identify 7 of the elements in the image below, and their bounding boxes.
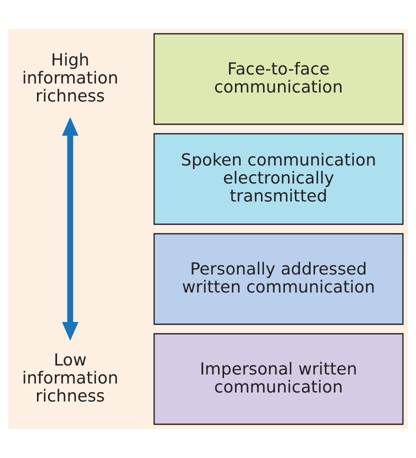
node-box: Spoken communication electronically transmitted <box>154 133 404 225</box>
node-box: Impersonal written communication <box>154 333 404 425</box>
node-box: Face-to-face communication <box>154 33 404 125</box>
node-box: Personally addressed written communication <box>154 233 404 325</box>
arrow <box>62 117 78 341</box>
node-text: High information richness <box>22 50 118 106</box>
node-text: Low information richness <box>22 350 118 406</box>
